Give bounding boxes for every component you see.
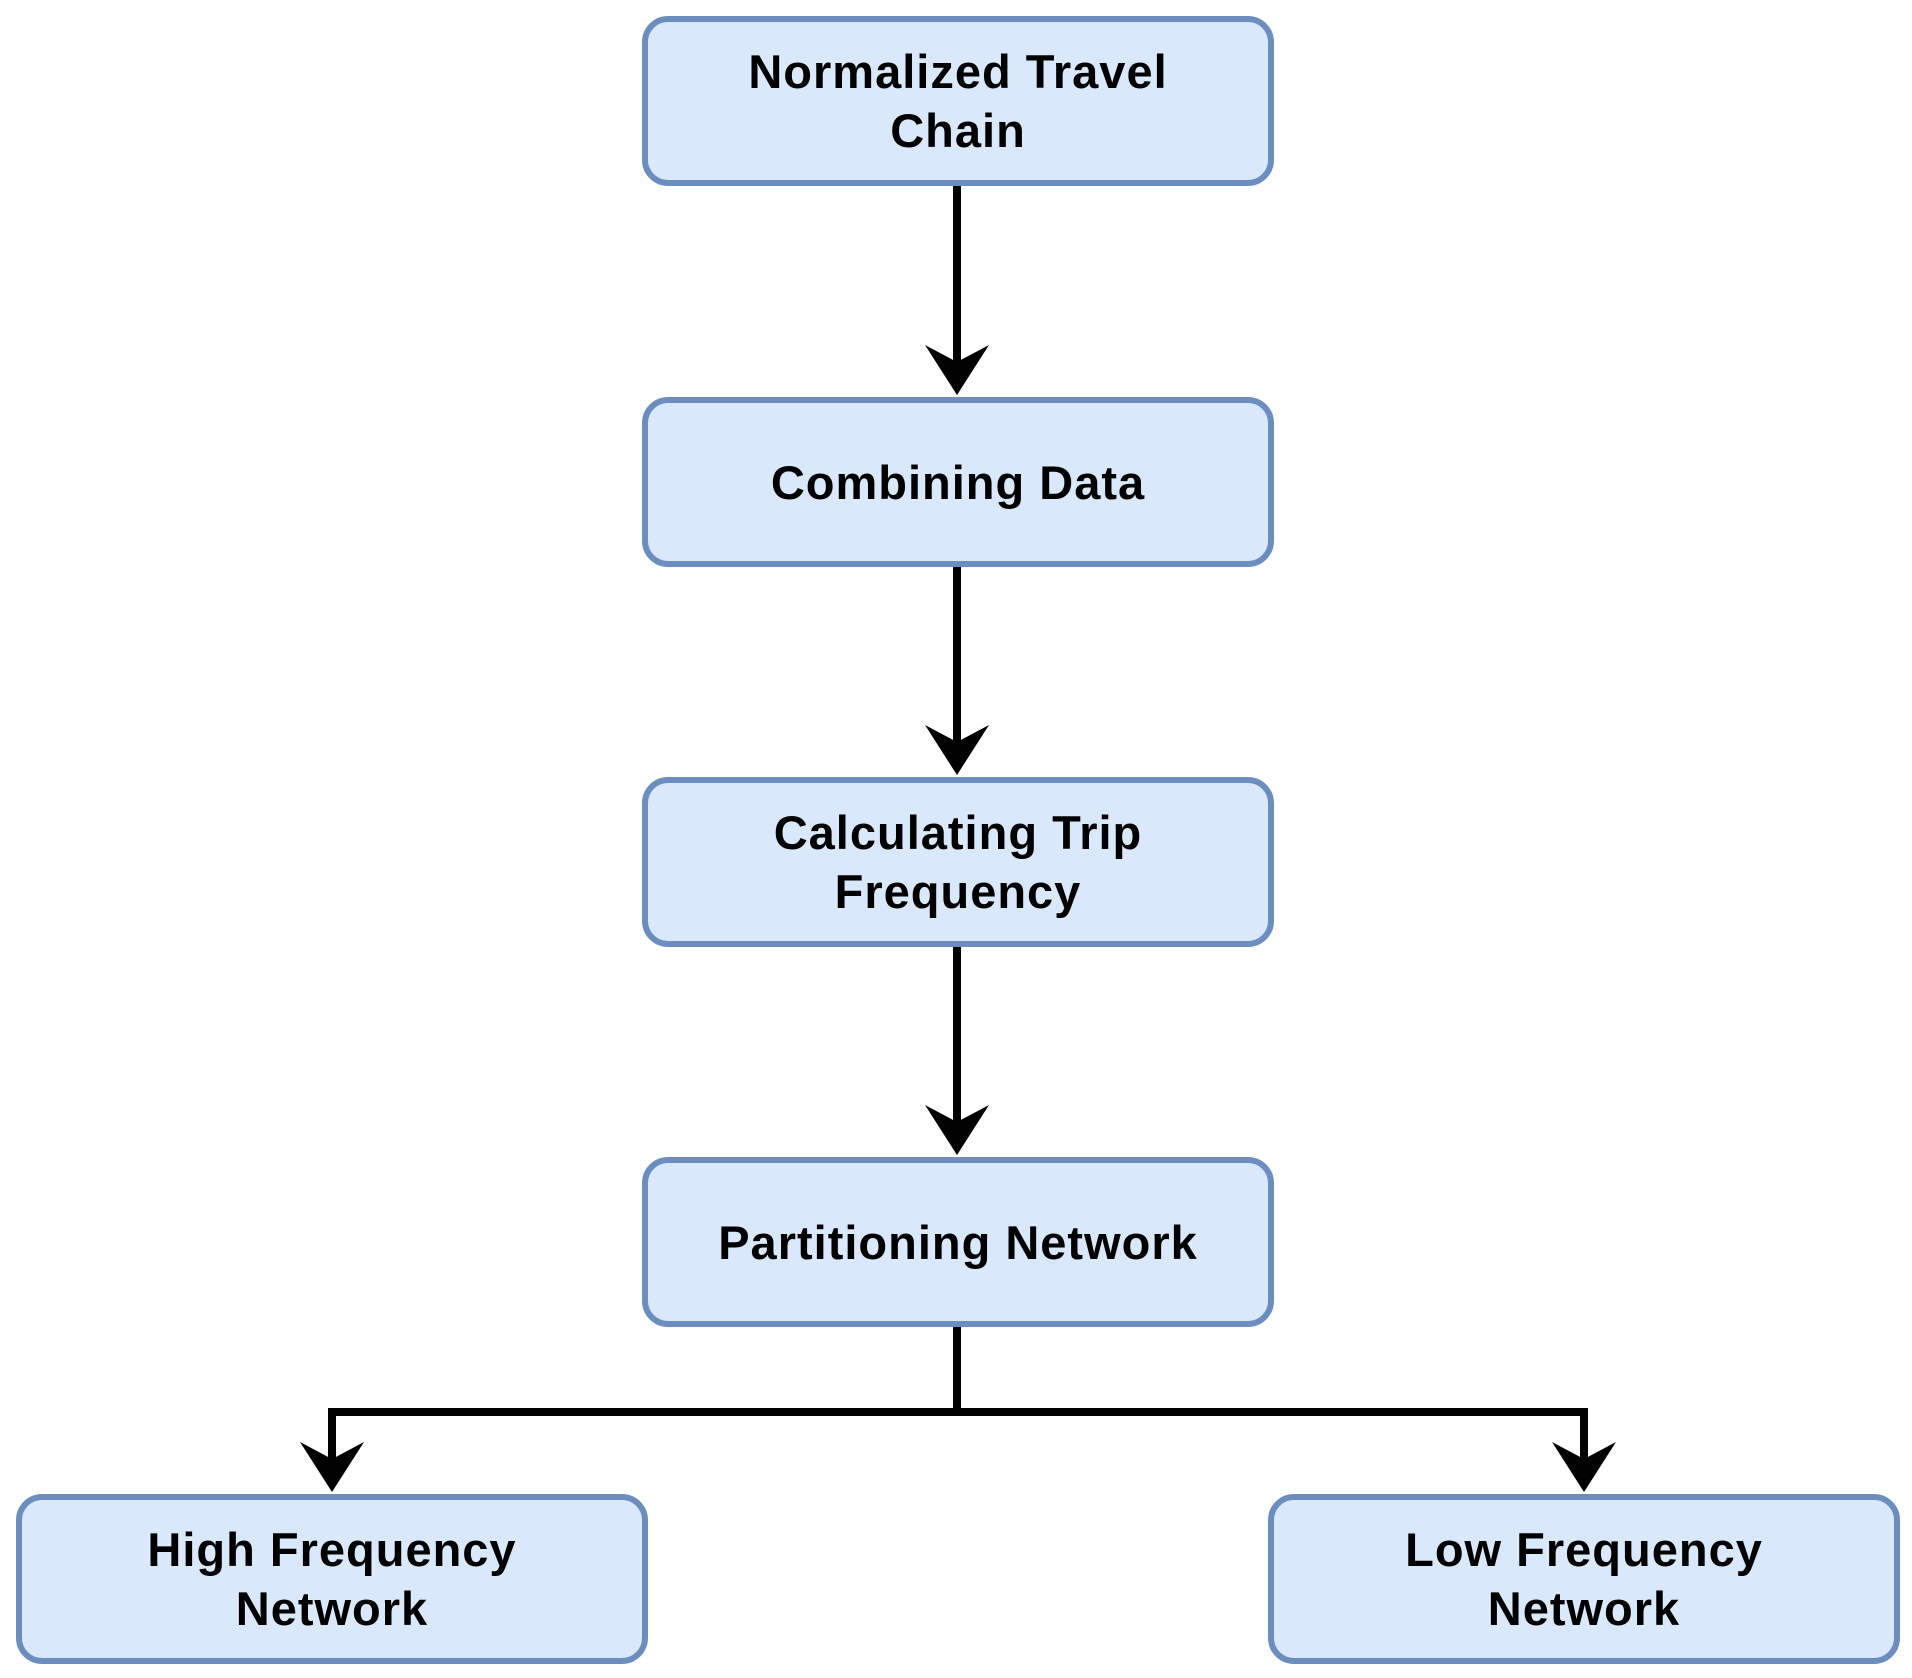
edge-partitioning-to-low <box>957 1408 1588 1475</box>
node-label: Normalized Travel Chain <box>748 45 1168 157</box>
node-label: Calculating Trip Frequency <box>773 806 1143 918</box>
node-label: Combining Data <box>770 455 1146 509</box>
node-combining-data: Combining Data <box>642 397 1274 567</box>
arrowhead-icon <box>925 725 989 775</box>
node-partitioning-network: Partitioning Network <box>642 1157 1274 1327</box>
arrowhead-icon <box>925 1105 989 1155</box>
node-label: Partitioning Network <box>718 1215 1198 1269</box>
node-label: Low Frequency Network <box>1405 1523 1763 1635</box>
edge-partitioning-to-high <box>328 1327 961 1475</box>
node-high-frequency-network: High Frequency Network <box>16 1494 648 1664</box>
node-low-frequency-network: Low Frequency Network <box>1268 1494 1900 1664</box>
node-label: High Frequency Network <box>147 1523 517 1635</box>
arrowhead-icon <box>300 1442 364 1492</box>
arrowhead-icon <box>1552 1442 1616 1492</box>
arrowhead-icon <box>925 345 989 395</box>
node-normalized-travel-chain: Normalized Travel Chain <box>642 16 1274 186</box>
node-calculating-trip-frequency: Calculating Trip Frequency <box>642 777 1274 947</box>
